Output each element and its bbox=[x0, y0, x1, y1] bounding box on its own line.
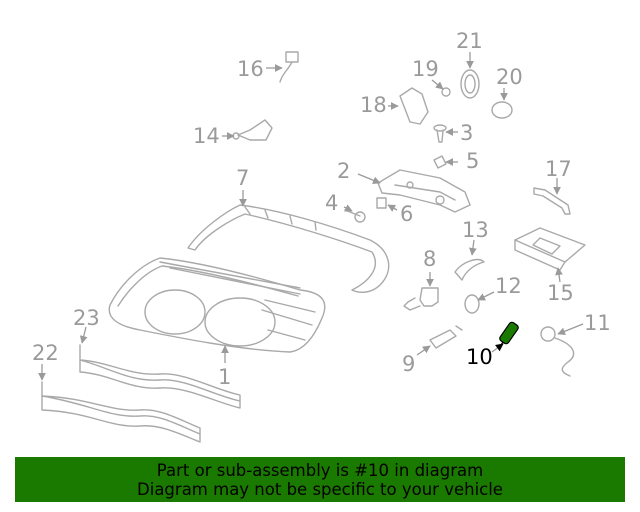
part-11-harness bbox=[540, 326, 575, 377]
part-13-clip bbox=[454, 258, 485, 281]
part-1-headlight-housing bbox=[108, 257, 326, 353]
part-6-nut bbox=[376, 197, 387, 209]
part-18-adjuster bbox=[399, 87, 429, 125]
callout-8: 8 bbox=[423, 247, 436, 271]
callout-2: 2 bbox=[337, 159, 350, 183]
callout-19: 19 bbox=[412, 57, 439, 81]
callout-13: 13 bbox=[462, 218, 489, 242]
part-5-clip bbox=[433, 155, 447, 169]
part-3-screw bbox=[433, 124, 447, 143]
part-16-connector bbox=[279, 51, 299, 83]
callout-12: 12 bbox=[495, 274, 522, 298]
part-15-control-module bbox=[514, 227, 586, 271]
part-9-socket bbox=[429, 325, 463, 349]
parts-diagram: 1 2 3 4 5 6 7 8 9 10 11 12 13 14 15 16 1… bbox=[32, 29, 611, 443]
callout-7: 7 bbox=[236, 166, 249, 190]
part-12-cap bbox=[464, 294, 480, 314]
callout-14: 14 bbox=[193, 124, 220, 148]
banner-line-disclaimer: Diagram may not be specific to your vehi… bbox=[137, 480, 503, 499]
callout-20: 20 bbox=[496, 65, 523, 89]
callout-17: 17 bbox=[545, 157, 572, 181]
part-10-bulb-highlighted bbox=[498, 321, 519, 349]
leader-lines bbox=[38, 52, 584, 381]
callout-6: 6 bbox=[400, 202, 413, 226]
callout-21: 21 bbox=[456, 29, 483, 53]
part-23-trim-strip bbox=[79, 344, 241, 409]
callout-5: 5 bbox=[466, 149, 479, 173]
part-14-bulb bbox=[232, 119, 273, 141]
callout-3: 3 bbox=[460, 121, 473, 145]
callout-22: 22 bbox=[32, 341, 59, 365]
part-4-bolt bbox=[344, 209, 366, 223]
part-21-ring bbox=[460, 69, 480, 99]
callout-15: 15 bbox=[547, 281, 574, 305]
part-20-cap bbox=[491, 101, 513, 119]
callout-11: 11 bbox=[584, 311, 611, 335]
callout-16: 16 bbox=[237, 57, 264, 81]
callout-23: 23 bbox=[73, 306, 100, 330]
banner-line-part: Part or sub-assembly is #10 in diagram bbox=[156, 461, 484, 480]
part-19-screw bbox=[441, 87, 451, 97]
part-8-bulb bbox=[403, 287, 439, 311]
part-22-trim-strip bbox=[41, 381, 201, 443]
part-17-bracket bbox=[533, 187, 571, 215]
part-2-bracket bbox=[377, 169, 471, 213]
callout-1: 1 bbox=[218, 365, 231, 389]
callout-9: 9 bbox=[402, 352, 415, 376]
callout-18: 18 bbox=[360, 93, 387, 117]
part-7-gasket bbox=[187, 204, 390, 293]
callout-10-highlighted: 10 bbox=[466, 345, 493, 369]
info-banner: Part or sub-assembly is #10 in diagram D… bbox=[15, 457, 625, 502]
callout-4: 4 bbox=[325, 191, 338, 215]
